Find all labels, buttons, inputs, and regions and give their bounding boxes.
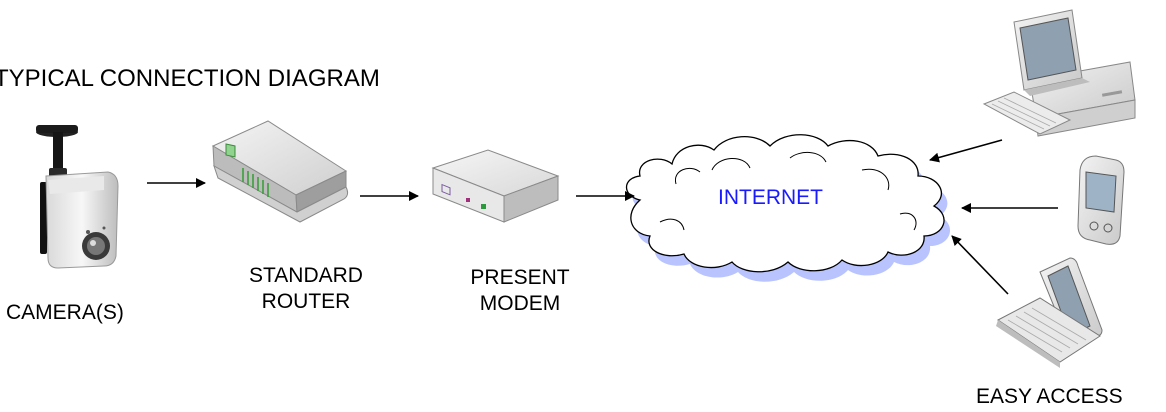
router-label-line-1: STANDARD xyxy=(249,264,363,287)
laptop-icon xyxy=(996,257,1103,368)
connection-arrows xyxy=(147,139,1058,295)
router-label: STANDARD ROUTER xyxy=(226,263,386,315)
pda-icon xyxy=(1077,155,1125,245)
diagram-title: TYPICAL CONNECTION DIAGRAM xyxy=(0,65,380,92)
security-camera-icon xyxy=(36,125,119,269)
desktop-computer-icon xyxy=(982,9,1136,137)
cloud-icon xyxy=(625,134,951,282)
modem-icon xyxy=(431,149,560,223)
router-label-line-2: ROUTER xyxy=(261,290,351,313)
modem-label-line-1: PRESENT xyxy=(470,266,570,289)
internet-label: INTERNET xyxy=(718,186,823,209)
modem-label-line-2: MODEM xyxy=(479,292,561,315)
router-icon xyxy=(211,120,349,223)
arrow-laptop-to-internet xyxy=(951,235,1009,295)
arrow-desktop-to-internet xyxy=(929,139,1003,163)
camera-label: CAMERA(S) xyxy=(6,301,124,324)
modem-label: PRESENT MODEM xyxy=(440,265,600,317)
easy-access-label: EASY ACCESS xyxy=(976,385,1123,408)
